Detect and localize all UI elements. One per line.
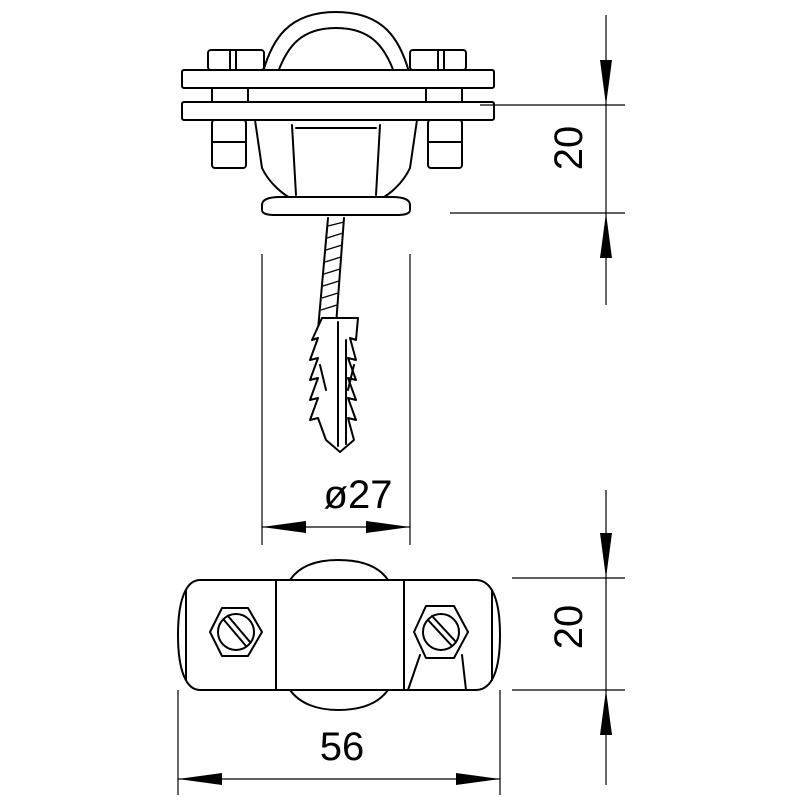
- width-label: 56: [320, 725, 365, 769]
- strap-arch-inner: [277, 27, 395, 73]
- diameter-label: ø27: [324, 473, 393, 517]
- lower-plate: [181, 101, 495, 121]
- base-flange: [261, 196, 411, 216]
- saddle-body: [254, 119, 418, 199]
- lower-height-label: 20: [547, 605, 591, 650]
- plan-view-clamp: [177, 559, 501, 711]
- side-view-clamp: [181, 11, 495, 216]
- upper-height-label: 20: [547, 126, 591, 171]
- dimension-lines: [177, 15, 625, 795]
- upper-plate: [181, 69, 495, 89]
- right-nut: [427, 119, 463, 169]
- plan-plate: [177, 579, 501, 691]
- strap-arch: [262, 11, 410, 73]
- left-nut: [211, 119, 247, 169]
- wall-plug: [309, 317, 359, 453]
